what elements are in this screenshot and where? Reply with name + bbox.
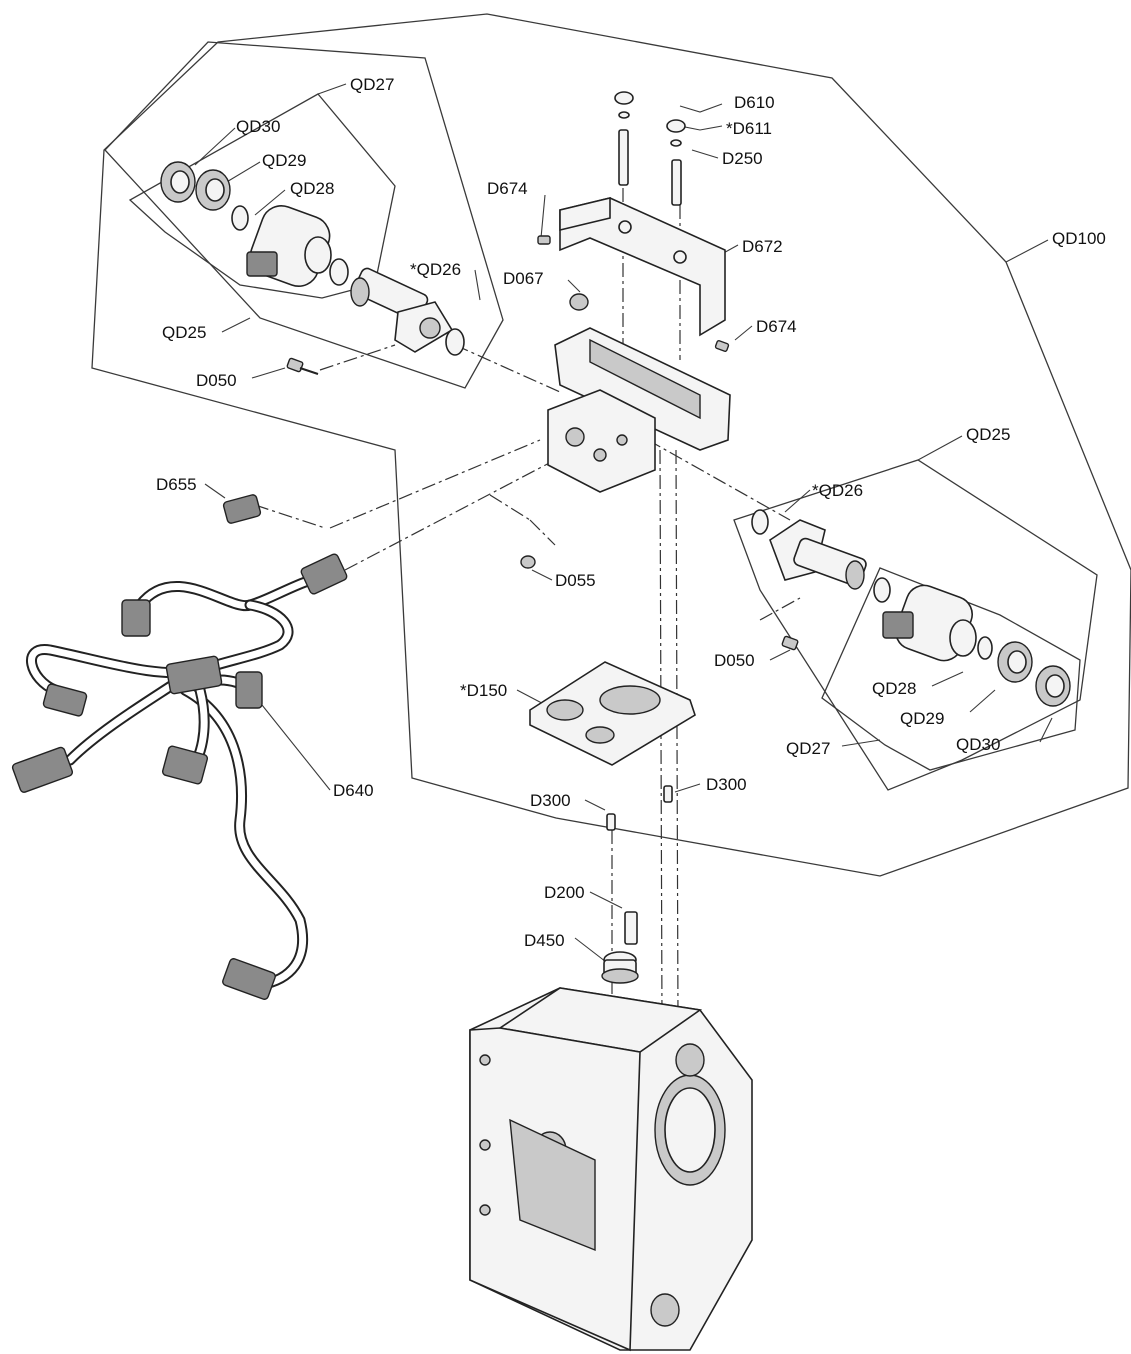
label-qd28-top: QD28 [290,179,334,198]
d250-bolt [671,159,682,206]
qd100-group-outline [91,13,1131,877]
d300-pin-left [606,813,616,831]
label-qd27-top: QD27 [350,75,394,94]
qd25-left-group-outline [104,41,504,389]
connector-mid-right [235,671,263,709]
label-qd28-right: QD28 [872,679,916,698]
label-d150: *D150 [460,681,507,700]
connector-top [300,553,348,595]
qd26-oring-left [445,328,465,356]
connector-lower [161,745,209,785]
label-d050-right: D050 [714,651,755,670]
label-qd26-top: *QD26 [410,260,461,279]
d200-bolt [624,911,638,945]
d640-wiring-harness [11,494,348,1000]
connector-far-left-top [42,683,88,717]
d672-bracket [559,197,726,337]
label-qd29-right: QD29 [900,709,944,728]
d674-screw-right [714,340,730,352]
connector-bottom [222,958,276,1000]
label-d640: D640 [333,781,374,800]
d067-plug [569,293,589,311]
label-d055: D055 [555,571,596,590]
connector-left [121,599,151,637]
label-qd30-top: QD30 [236,117,280,136]
qd28-oring-right [977,636,993,660]
label-qd26-right: *QD26 [812,481,863,500]
connector-center [165,655,223,695]
label-qd100: QD100 [1052,229,1106,248]
top-bracket-assembly [537,91,730,352]
qd28-oring-left [231,205,249,231]
label-d610: D610 [734,93,775,112]
right-solenoid-assembly [751,509,1071,707]
label-qd27-right: QD27 [786,739,830,758]
qd27-left-group-outline [128,93,396,299]
d150-gasket [529,661,696,766]
d674-screw-top [537,235,551,245]
label-d250: D250 [722,149,763,168]
d050-screw-left [286,357,319,375]
label-qd25-top: QD25 [162,323,206,342]
label-d655: D655 [156,475,197,494]
label-d300-right: D300 [706,775,747,794]
qd28-oring-right-a [873,577,891,603]
callout-labels: QD27 QD30 QD29 QD28 *QD26 QD25 D050 D610… [156,75,1106,950]
main-housing [469,987,753,1352]
qd27-right-group-outline [821,567,1081,771]
bolt-left [618,129,629,186]
label-d450: D450 [524,931,565,950]
label-d672: D672 [742,237,783,256]
left-solenoid-assembly [160,161,465,375]
leader-lines [194,83,1053,966]
label-d674-top: D674 [487,179,528,198]
qd25-right-group-outline [733,459,1098,791]
d610-cap-left [614,91,634,105]
connector-far-left-bottom [11,746,74,793]
valve-body [520,293,731,569]
d610-cap-right [666,119,686,133]
label-d300-left: D300 [530,791,571,810]
label-qd30-right: QD30 [956,735,1000,754]
d655-connector [222,494,262,524]
label-d200: D200 [544,883,585,902]
d450-part [601,951,639,984]
d050-screw-right [781,635,799,651]
label-qd25-right: QD25 [966,425,1010,444]
label-d067: D067 [503,269,544,288]
label-d050-top: D050 [196,371,237,390]
label-d611: *D611 [726,119,772,138]
label-qd29-top: QD29 [262,151,306,170]
label-d674-right: D674 [756,317,797,336]
qd26-oring-right [751,509,769,535]
d055-plug [520,555,536,569]
d300-pin-right [663,785,673,803]
